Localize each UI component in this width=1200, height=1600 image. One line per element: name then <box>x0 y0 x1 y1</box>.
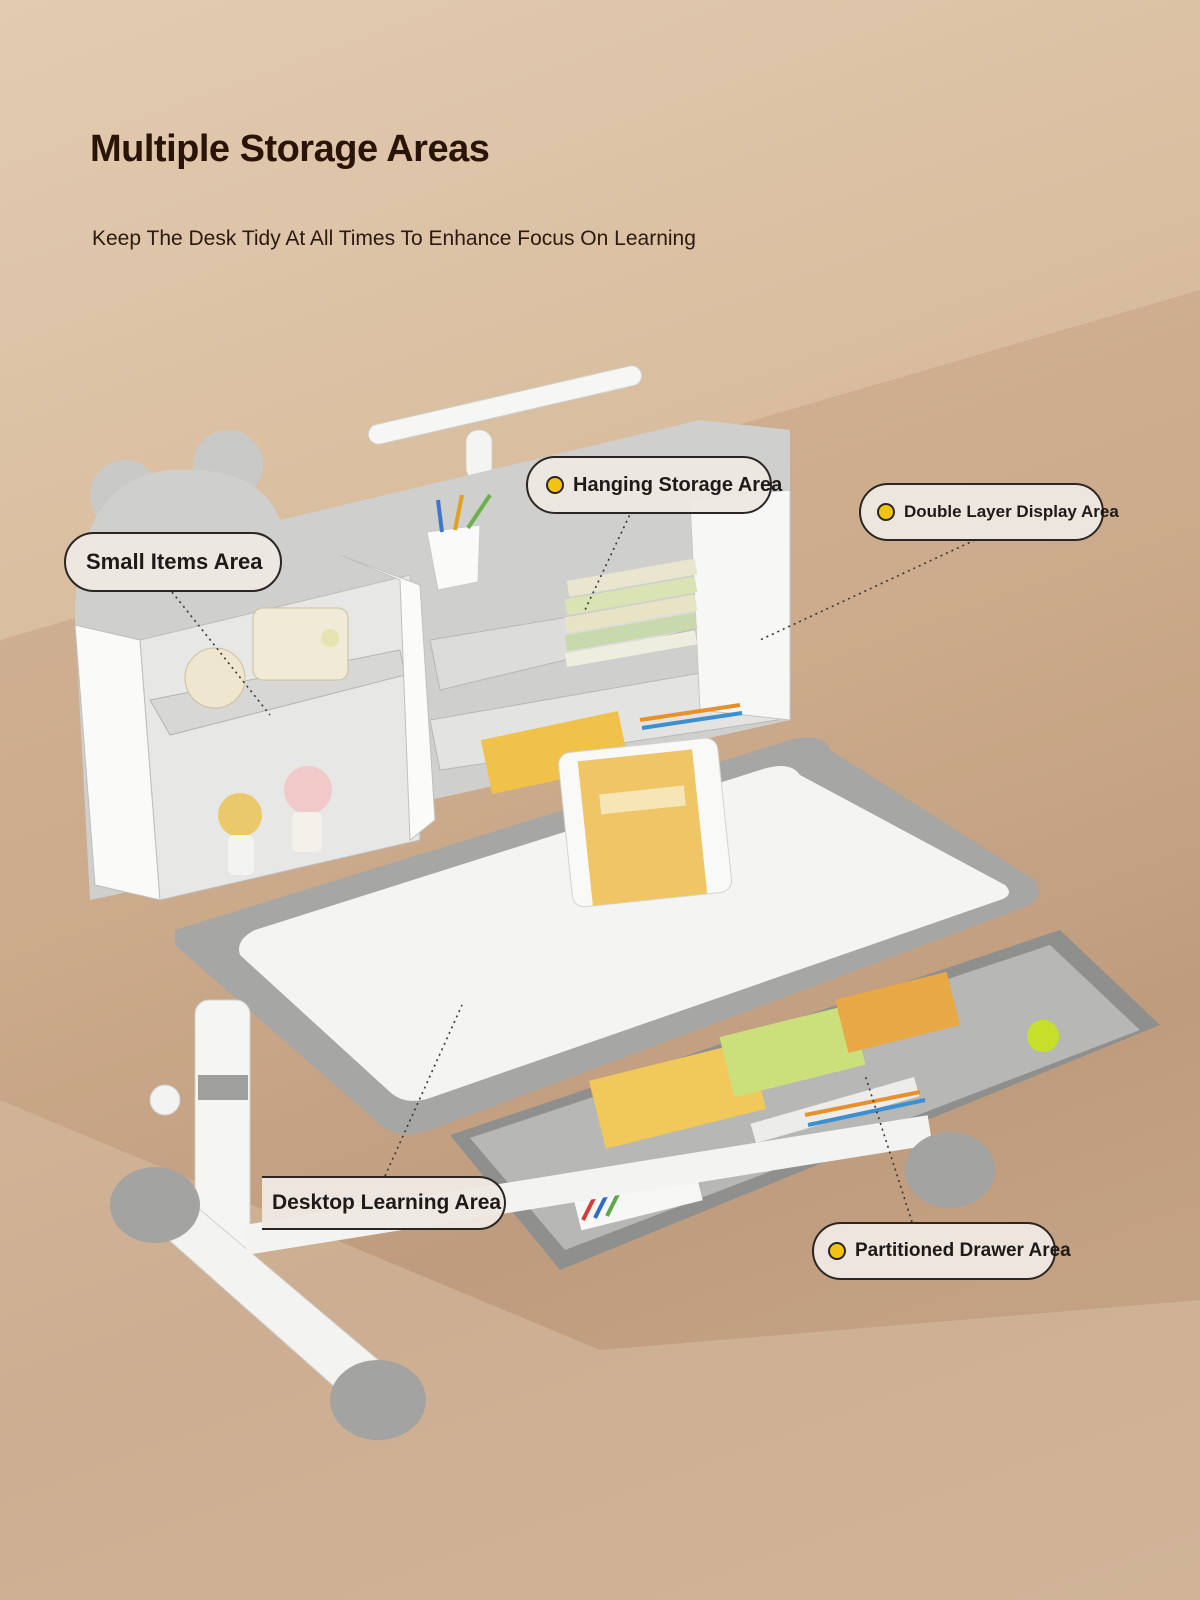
yellow-dot-icon <box>546 476 564 494</box>
leader-lines <box>171 509 976 1223</box>
callout-label: Partitioned Drawer Area <box>855 1240 1071 1261</box>
page-title: Multiple Storage Areas <box>90 128 490 170</box>
yellow-dot-icon <box>828 1242 846 1260</box>
callout-hanging-storage: Hanging Storage Area <box>526 456 782 514</box>
callout-small-items: Small Items Area <box>64 532 282 592</box>
callout-label: Double Layer Display Area <box>904 502 1119 521</box>
desk-top <box>175 737 1039 1135</box>
page-subtitle: Keep The Desk Tidy At All Times To Enhan… <box>92 227 696 250</box>
desk-lamp <box>367 365 643 481</box>
callout-partitioned-drawer: Partitioned Drawer Area <box>812 1222 1071 1280</box>
callout-desktop-learning: Desktop Learning Area <box>262 1176 506 1230</box>
yellow-dot-icon <box>877 503 895 521</box>
callout-label: Hanging Storage Area <box>573 473 783 496</box>
callout-label: Desktop Learning Area <box>272 1191 502 1215</box>
callout-label: Small Items Area <box>86 549 263 574</box>
callout-double-layer: Double Layer Display Area <box>859 483 1119 541</box>
shelf-items <box>184 493 743 875</box>
